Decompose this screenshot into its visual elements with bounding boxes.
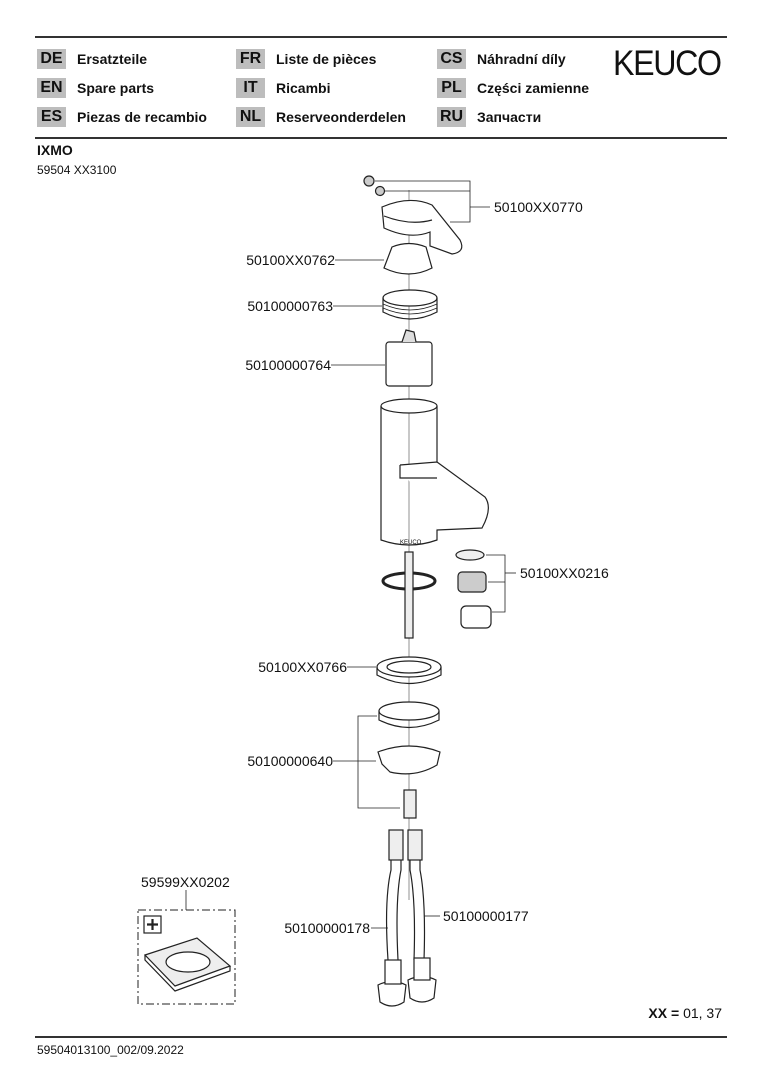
- document-number: 59504013100_002/09.2022: [37, 1043, 184, 1057]
- tap-body-drawing: [380, 398, 438, 414]
- hose-left-drawing: [385, 832, 402, 961]
- optional-accessory-box: [137, 909, 236, 1005]
- lang-en: EN Spare parts: [37, 77, 154, 99]
- lang-code: PL: [437, 78, 466, 98]
- lang-label: Náhradní díly: [477, 51, 566, 67]
- part-label-aerator: 50100XX0216: [520, 565, 609, 581]
- lang-code: FR: [236, 49, 265, 69]
- legend-values: 01, 37: [683, 1005, 722, 1021]
- part-label-base-ring: 50100XX0766: [258, 659, 347, 675]
- fixing-plate-drawing: [377, 745, 441, 775]
- part-label-hose-right: 50100000177: [443, 908, 529, 924]
- lang-label: Spare parts: [77, 80, 155, 96]
- lang-code: ES: [37, 107, 66, 127]
- lang-de: DE Ersatzteile: [37, 48, 147, 70]
- nut-drawing: [382, 289, 438, 307]
- cover-drawing: [383, 242, 433, 275]
- keuco-logo: KEUCO: [613, 44, 722, 83]
- threaded-rod-drawing: [404, 551, 414, 639]
- handle-drawing: [381, 199, 463, 255]
- plus-icon: [143, 915, 162, 934]
- top-rule: [35, 36, 727, 38]
- cartridge-drawing: [385, 341, 433, 387]
- product-name: IXMO: [37, 142, 73, 158]
- screw-icon: [374, 185, 386, 197]
- lang-label: Ricambi: [276, 80, 331, 96]
- part-label-cover: 50100XX0762: [246, 252, 335, 268]
- lang-code: IT: [236, 78, 265, 98]
- lang-label: Części zamienne: [477, 80, 590, 96]
- footer-rule: [35, 1036, 727, 1038]
- stud-drawing: [403, 789, 417, 819]
- part-label-nut: 50100000763: [247, 298, 333, 314]
- lang-cs: CS Náhradní díly: [437, 48, 566, 70]
- part-label-fixing: 50100000640: [247, 753, 333, 769]
- part-label-rosette: 59599XX0202: [141, 874, 230, 890]
- fixing-ring-drawing: [378, 701, 440, 721]
- lang-pl: PL Części zamienne: [437, 77, 589, 99]
- lang-code: RU: [437, 107, 466, 127]
- header-rule: [35, 137, 727, 139]
- aerator-drawing: [457, 571, 487, 593]
- aerator-housing-drawing: [460, 605, 492, 629]
- lang-code: CS: [437, 49, 466, 69]
- lang-it: IT Ricambi: [236, 77, 330, 99]
- body-marking: KEUCO: [400, 540, 422, 546]
- part-label-cartridge: 50100000764: [245, 357, 331, 373]
- lang-label: Liste de pièces: [276, 51, 377, 67]
- color-legend: XX = 01, 37: [648, 1005, 722, 1021]
- lang-ru: RU Запчасти: [437, 106, 541, 128]
- product-number: 59504 XX3100: [37, 163, 117, 177]
- lang-es: ES Piezas de recambio: [37, 106, 207, 128]
- legend-key: XX =: [648, 1005, 680, 1021]
- lang-code: NL: [236, 107, 265, 127]
- part-label-hose-left: 50100000178: [284, 920, 370, 936]
- lang-fr: FR Liste de pièces: [236, 48, 376, 70]
- lang-label: Запчасти: [477, 109, 542, 125]
- lang-label: Reserveonderdelen: [276, 109, 406, 125]
- lang-nl: NL Reserveonderdelen: [236, 106, 406, 128]
- screw-icon: [363, 175, 375, 187]
- lang-code: DE: [37, 49, 66, 69]
- lang-code: EN: [37, 78, 66, 98]
- part-label-handle: 50100XX0770: [494, 199, 583, 215]
- hose-right-drawing: [409, 832, 426, 961]
- lang-label: Ersatzteile: [77, 51, 148, 67]
- washer-drawing: [455, 549, 485, 561]
- lang-label: Piezas de recambio: [77, 109, 207, 125]
